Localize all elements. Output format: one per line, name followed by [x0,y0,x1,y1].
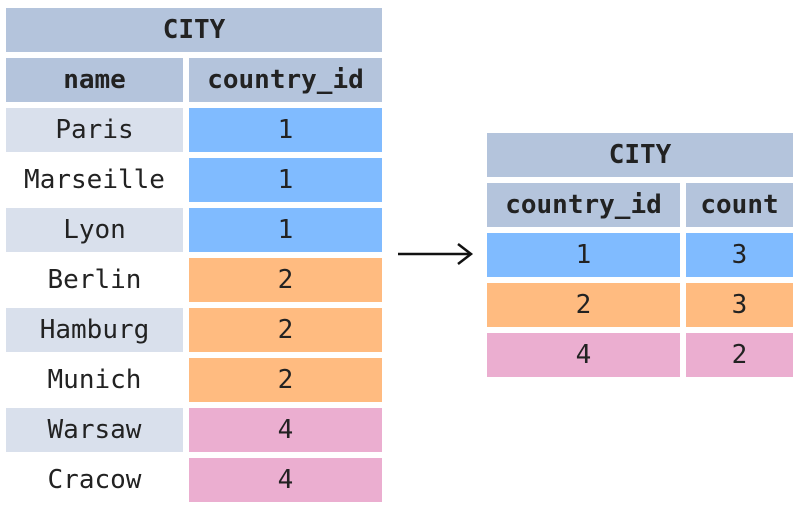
right-table-title: CITY [487,133,793,177]
left-row-country-id: 4 [189,408,382,452]
left-row-name: Marseille [6,158,183,202]
left-row-name: Warsaw [6,408,183,452]
right-row-count: 2 [686,333,793,377]
left-row-name: Cracow [6,458,183,502]
left-table-title: CITY [6,8,382,52]
left-row-name: Hamburg [6,308,183,352]
right-header-count: count [686,183,793,227]
left-row-country-id: 2 [189,308,382,352]
left-row-country-id: 1 [189,208,382,252]
left-header-name: name [6,58,183,102]
right-row-country-id: 4 [487,333,680,377]
left-row-name: Paris [6,108,183,152]
right-header-country-id: country_id [487,183,680,227]
right-row-country-id: 2 [487,283,680,327]
left-header-country-id: country_id [189,58,382,102]
right-row-country-id: 1 [487,233,680,277]
left-row-country-id: 2 [189,258,382,302]
left-row-name: Berlin [6,258,183,302]
left-row-country-id: 1 [189,108,382,152]
right-row-count: 3 [686,233,793,277]
left-row-name: Munich [6,358,183,402]
left-row-country-id: 1 [189,158,382,202]
left-row-name: Lyon [6,208,183,252]
left-row-country-id: 4 [189,458,382,502]
right-row-count: 3 [686,283,793,327]
left-row-country-id: 2 [189,358,382,402]
right-arrow-icon [398,243,474,265]
